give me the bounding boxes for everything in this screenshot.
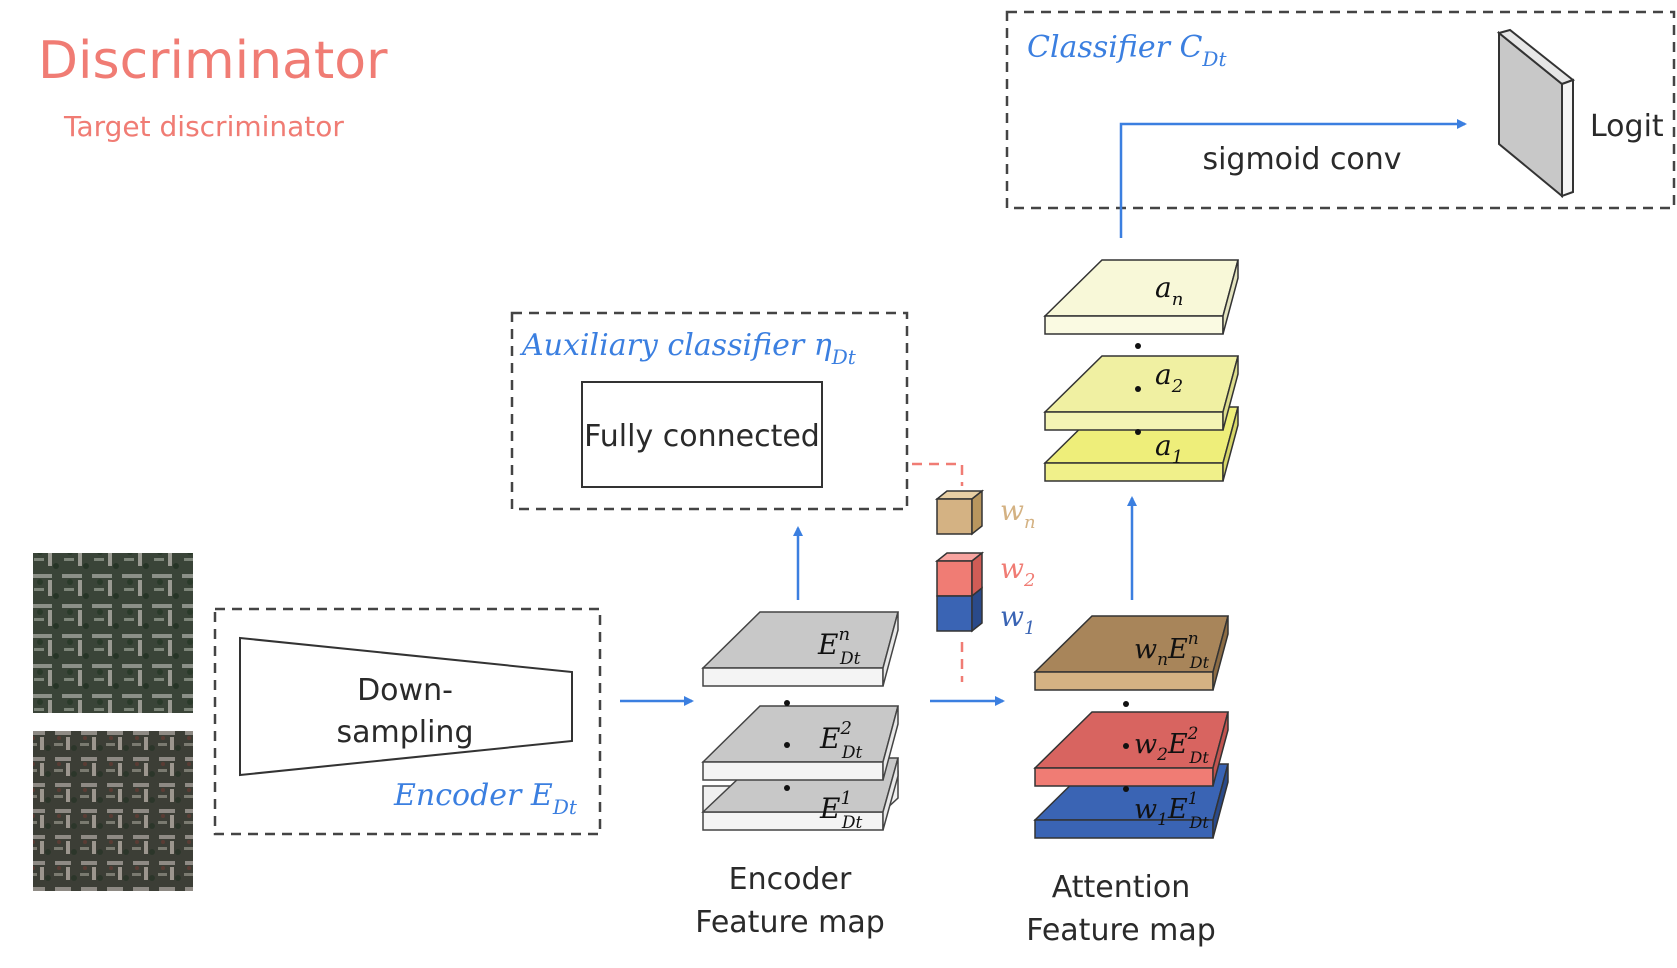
sigmoid-conv-label: sigmoid conv	[1202, 142, 1401, 177]
classifier-box	[1005, 10, 1676, 210]
weight-w2-label: w2	[1000, 552, 1035, 591]
ellipsis-dot	[784, 785, 790, 791]
ellipsis-dot	[1135, 386, 1141, 392]
classifier-caption: Classifier CDt	[1027, 30, 1227, 71]
attention-maps: an a2 a1	[1043, 259, 1239, 482]
attention-map-a2	[1043, 355, 1239, 431]
encoder-feature-map-caption-line2: Feature map	[695, 905, 885, 940]
attention-map-a2-label: a2	[1155, 358, 1183, 397]
ellipsis-dot	[1123, 701, 1129, 707]
input-image-1	[33, 553, 193, 713]
fully-connected-block	[581, 381, 823, 488]
attention-map-an	[1043, 259, 1239, 335]
weight-cube-w2	[934, 551, 985, 598]
downsampling-label-line2: sampling	[336, 715, 473, 750]
encoder-box	[213, 607, 602, 836]
weight-wn-label: wn	[1000, 494, 1036, 533]
attention-feature-map-caption-line2: Feature map	[1026, 913, 1216, 948]
auxiliary-classifier-box	[510, 311, 909, 511]
attention-feature-map-caption-line1: Attention	[1052, 870, 1190, 905]
weight-w1-label: w1	[1000, 600, 1035, 639]
ellipsis-dot	[1123, 786, 1129, 792]
encoder-layer-n	[701, 611, 899, 687]
logit-block	[1496, 28, 1576, 199]
weight-link-dashed	[912, 462, 964, 486]
attention-map-a1-label: a1	[1155, 429, 1183, 468]
encoder-feature-map-caption-line1: Encoder	[729, 862, 852, 897]
ellipsis-dot	[1135, 343, 1141, 349]
attention-layer-n	[1033, 615, 1229, 691]
weight-cube-wn	[934, 489, 985, 536]
diagram-subtitle: Target discriminator	[63, 110, 344, 143]
downsampling-block	[239, 636, 573, 777]
fully-connected-label: Fully connected	[584, 419, 820, 454]
attention-map-an-label: an	[1155, 271, 1183, 310]
logit-label: Logit	[1590, 109, 1664, 144]
ellipsis-dot	[784, 700, 790, 706]
weight-cube-w1	[936, 586, 983, 633]
input-image-2	[33, 731, 193, 891]
ellipsis-dot	[1135, 429, 1141, 435]
ellipsis-dot	[784, 742, 790, 748]
attention-layer-2	[1033, 711, 1229, 787]
auxiliary-classifier-caption: Auxiliary classifier ηDt	[519, 328, 857, 369]
arrow-to-logit	[1119, 119, 1467, 238]
encoder-layer-2	[701, 705, 899, 781]
ellipsis-dot	[1123, 743, 1129, 749]
encoder-caption: Encoder EDt	[393, 778, 578, 819]
diagram-title: Discriminator	[38, 31, 388, 91]
downsampling-label-line1: Down-	[357, 673, 453, 708]
